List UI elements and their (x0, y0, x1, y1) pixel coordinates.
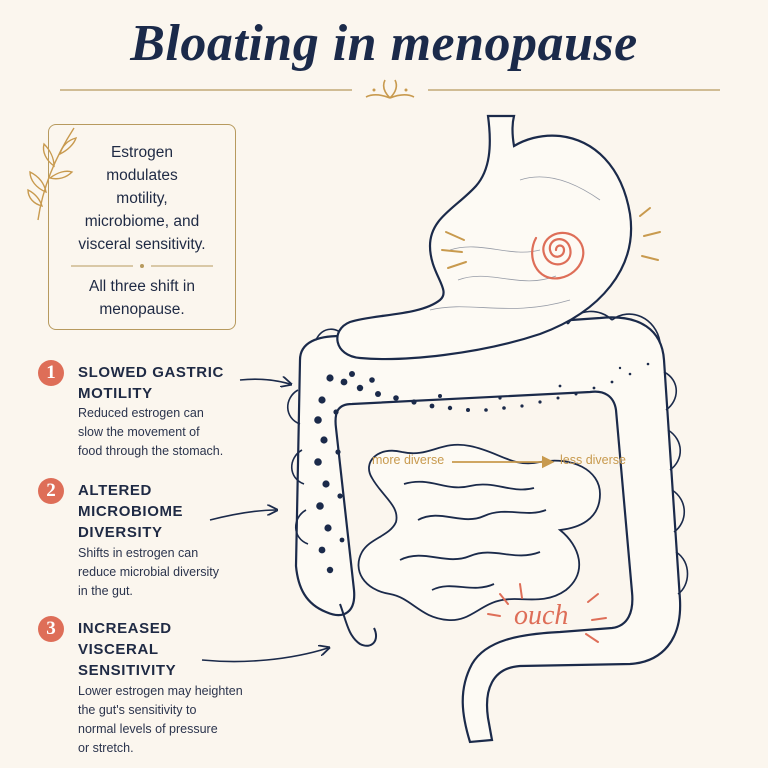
point-title-line: SLOWED GASTRIC (78, 364, 224, 381)
more-diverse-label: more diverse (372, 453, 445, 467)
discomfort-lines (441, 207, 661, 269)
page-title: Bloating in menopause (130, 15, 638, 72)
large-intestine (294, 316, 682, 744)
intro-footer-line: menopause. (99, 301, 185, 318)
point-title-line: ALTERED (78, 482, 152, 499)
pointer-arrow-2 (209, 510, 276, 521)
point-title-line: INCREASED (78, 620, 172, 637)
point-title: INCREASED VISCERAL SENSITIVITY (78, 618, 268, 681)
ouch-label: ouch (514, 600, 569, 631)
point-title-line: VISCERAL (78, 641, 159, 658)
point-body: Shifts in estrogen can reduce microbial … (78, 544, 278, 601)
appendix (339, 603, 378, 647)
point-body: Reduced estrogen can slow the movement o… (78, 404, 278, 461)
point-body-line: reduce microbial diversity (78, 565, 220, 579)
sprig-icon (27, 127, 78, 221)
spiral-icon (531, 231, 585, 280)
point-number-badge: 2 (38, 478, 64, 504)
point-body-line: slow the movement of (78, 425, 200, 439)
pointer-arrow-3 (201, 648, 328, 663)
intro-footer: All three shift in menopause. (49, 275, 235, 321)
colon-haustra (286, 310, 689, 595)
intro-text: Estrogen modulates motility, microbiome,… (49, 141, 235, 256)
intro-divider (71, 264, 213, 268)
point-number-badge: 3 (38, 616, 64, 642)
intro-box: Estrogen modulates motility, microbiome,… (48, 124, 236, 330)
point-body-line: the gut's sensitivity to (78, 703, 197, 717)
point-body-line: in the gut. (78, 584, 133, 598)
pointer-arrow-1 (239, 379, 290, 384)
point-title-line: SENSITIVITY (78, 662, 177, 679)
intro-line: motility, (116, 190, 168, 207)
pain-lines (487, 583, 607, 643)
point-title: SLOWED GASTRIC MOTILITY (78, 362, 268, 404)
point-body-line: Shifts in estrogen can (78, 546, 199, 560)
point-body: Lower estrogen may heighten the gut's se… (78, 682, 278, 758)
small-intestine (357, 443, 601, 621)
point-title-line: MOTILITY (78, 385, 153, 402)
intro-line: modulates (106, 167, 178, 184)
point-title-line: MICROBIOME (78, 503, 184, 520)
intro-footer-line: All three shift in (89, 278, 195, 295)
point-title: ALTERED MICROBIOME DIVERSITY (78, 480, 268, 543)
stomach (336, 114, 633, 361)
stomach-rugae (429, 176, 601, 311)
title-divider (60, 79, 720, 99)
leaf-ornament-icon (365, 79, 415, 99)
point-body-line: normal levels of pressure (78, 722, 218, 736)
motility-dots (314, 362, 650, 574)
less-diverse-label: less diverse (560, 453, 626, 467)
point-body-line: food through the stomach. (78, 444, 224, 458)
point-body-line: or stretch. (78, 741, 134, 755)
point-number-badge: 1 (38, 360, 64, 386)
intro-line: visceral sensitivity. (78, 236, 206, 253)
point-body-line: Lower estrogen may heighten (78, 684, 243, 698)
point-title-line: DIVERSITY (78, 524, 163, 541)
point-body-line: Reduced estrogen can (78, 406, 204, 420)
intro-line: Estrogen (110, 144, 174, 161)
intro-line: microbiome, and (84, 213, 200, 230)
